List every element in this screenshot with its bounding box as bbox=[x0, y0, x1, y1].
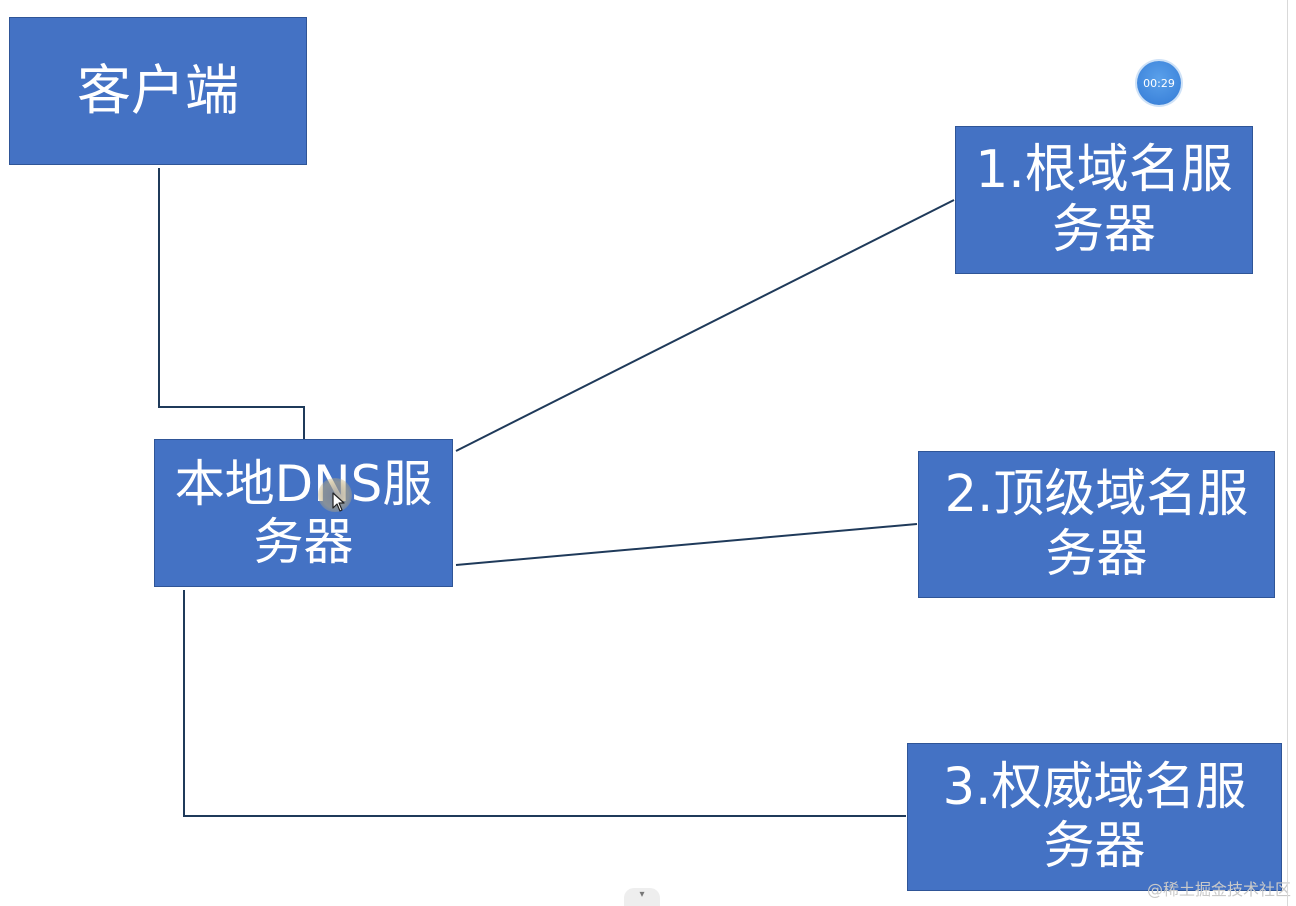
tld-dns-server-node: 2.顶级域名服 务器 bbox=[918, 451, 1275, 598]
connector-local-dns-to-root bbox=[455, 199, 955, 452]
scroll-down-tab[interactable]: ▾ bbox=[624, 888, 660, 906]
root-dns-server-node: 1.根域名服 务器 bbox=[955, 126, 1253, 274]
local-dns-server-label: 本地DNS服 务器 bbox=[175, 455, 433, 571]
authoritative-dns-server-label: 3.权威域名服 务器 bbox=[943, 758, 1247, 876]
cursor-arrow-icon bbox=[332, 492, 345, 512]
authoritative-dns-server-label-line1: 3.权威域名服 bbox=[942, 757, 1247, 817]
right-edge-divider bbox=[1287, 0, 1288, 906]
authoritative-dns-server-node: 3.权威域名服 务器 bbox=[907, 743, 1282, 891]
mouse-pointer-icon bbox=[318, 478, 354, 518]
recording-timer-badge[interactable]: 00:29 bbox=[1137, 61, 1181, 105]
connector-local-dns-to-authoritative bbox=[183, 590, 906, 817]
client-node-label: 客户端 bbox=[77, 58, 239, 122]
local-dns-server-label-line1: 本地DNS服 bbox=[174, 455, 433, 513]
tld-dns-server-label: 2.顶级域名服 务器 bbox=[945, 465, 1249, 583]
timer-text: 00:29 bbox=[1143, 76, 1175, 90]
connector-client-to-local-dns bbox=[158, 168, 305, 439]
connector-local-dns-to-tld bbox=[455, 523, 918, 566]
authoritative-dns-server-label-line2: 务器 bbox=[1043, 817, 1146, 876]
chevron-down-icon: ▾ bbox=[639, 889, 645, 900]
local-dns-server-node: 本地DNS服 务器 bbox=[154, 439, 453, 587]
root-dns-server-label-line2: 务器 bbox=[1051, 200, 1156, 260]
root-dns-server-label-line1: 1.根域名服 bbox=[975, 139, 1233, 200]
tld-dns-server-label-line1: 2.顶级域名服 bbox=[944, 465, 1249, 525]
local-dns-server-label-line2: 务器 bbox=[253, 513, 354, 571]
tld-dns-server-label-line2: 务器 bbox=[1045, 524, 1148, 584]
root-dns-server-label: 1.根域名服 务器 bbox=[975, 140, 1233, 261]
client-node: 客户端 bbox=[9, 17, 307, 165]
watermark: @稀土掘金技术社区 bbox=[1146, 880, 1291, 899]
